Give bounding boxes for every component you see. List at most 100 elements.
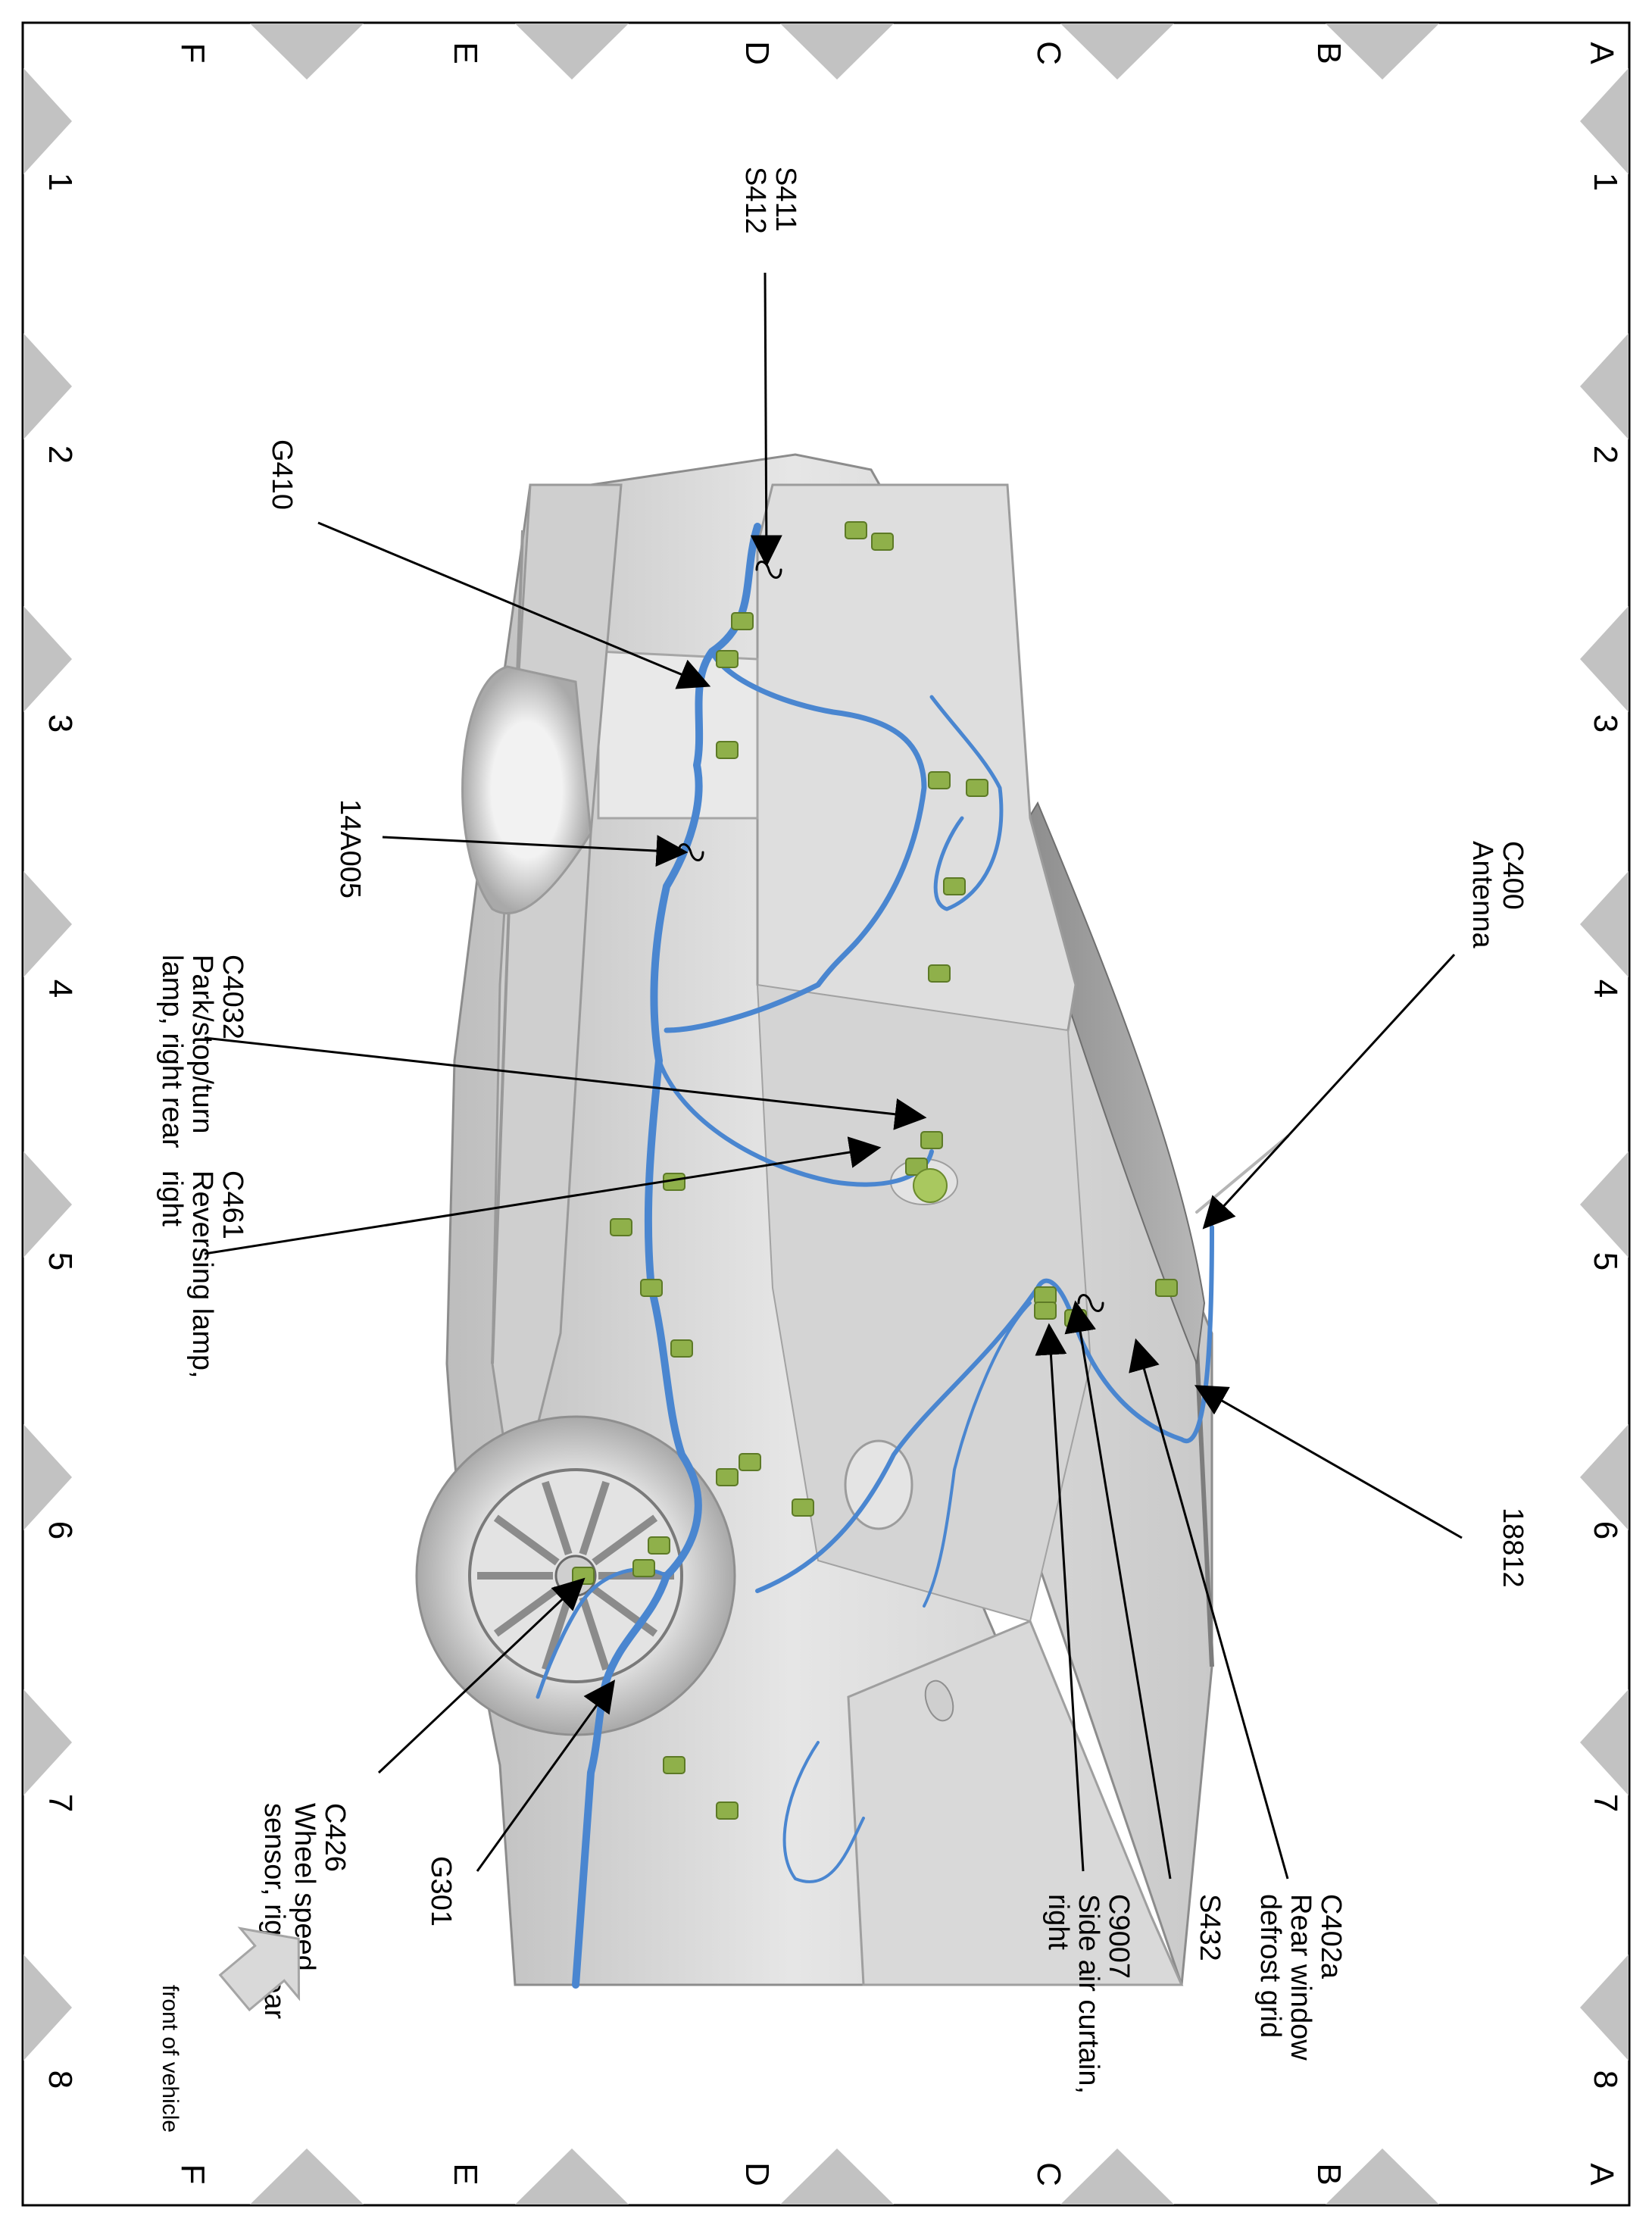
callout-c461-line-1: C461	[217, 1170, 248, 1239]
connector-block	[792, 1498, 814, 1517]
connector-block	[670, 1339, 693, 1358]
grid-column-label-right-6: 6	[1587, 1521, 1624, 1539]
grid-marker-left-2	[23, 333, 72, 439]
connector-block	[716, 1801, 739, 1820]
callout-c4032-line-1: C4032	[217, 955, 248, 1039]
grid-marker-right-7	[1580, 1689, 1629, 1795]
harness-lower-door-branch	[782, 1741, 865, 1883]
leader-c4032	[204, 1036, 927, 1130]
connector-block	[716, 1468, 739, 1486]
grid-marker-bottom-3	[780, 2148, 894, 2205]
vehicle-rear-quarter-illustration	[415, 453, 1214, 1986]
connector-block	[739, 1453, 761, 1471]
grid-row-label-bottom-D: D	[739, 2162, 776, 2186]
callout-g301-line-1: G301	[425, 1856, 457, 1926]
leader-s432	[1064, 1300, 1172, 1880]
reversing-lamp-socket	[913, 1168, 948, 1203]
callout-c461-line-2: Reversing lamp,	[186, 1170, 218, 1379]
callout-s411-s412-line-1: S411	[770, 167, 801, 232]
grid-marker-left-8	[23, 1955, 72, 2061]
front-of-vehicle-arrow-icon	[218, 1926, 301, 2012]
connector-block	[1034, 1286, 1057, 1305]
grid-marker-bottom-5	[1326, 2148, 1439, 2205]
leader-c402a	[1129, 1338, 1289, 1880]
grid-row-label-bottom-A: A	[1583, 2163, 1620, 2186]
leader-c461	[204, 1136, 882, 1255]
grid-marker-left-6	[23, 1424, 72, 1530]
grid-row-label-top-F: F	[174, 43, 211, 64]
wheel-spoke	[542, 1480, 573, 1556]
leader-14a005	[382, 835, 689, 867]
callout-c400-line-1: C400	[1497, 841, 1529, 910]
grid-marker-right-8	[1580, 1955, 1629, 2061]
grid-marker-top-5	[1326, 23, 1439, 80]
wheel-spoke	[493, 1586, 560, 1637]
grid-column-label-right-7: 7	[1587, 1794, 1624, 1812]
grid-column-label-left-8: 8	[42, 2070, 79, 2089]
connector-block	[966, 779, 988, 797]
grid-column-label-right-1: 1	[1587, 173, 1624, 191]
callout-c9007-line-2: Side air curtain,	[1073, 1894, 1104, 2094]
harness-connectors	[572, 521, 1178, 1820]
callout-c402a-line-3: defrost grid	[1254, 1894, 1286, 2038]
callout-s411-s412-line-2: S412	[739, 167, 771, 234]
grid-column-label-left-4: 4	[42, 980, 79, 998]
grid-marker-left-7	[23, 1689, 72, 1795]
grid-column-label-right-8: 8	[1587, 2070, 1624, 2089]
grid-marker-top-1	[250, 23, 364, 80]
grid-marker-left-4	[23, 871, 72, 977]
connector-block	[648, 1536, 670, 1555]
leader-g301	[476, 1680, 616, 1872]
callout-c402a-line-2: Rear window	[1285, 1894, 1316, 2061]
callout-14a005-line-1: 14A005	[334, 799, 366, 898]
grid-column-label-right-2: 2	[1587, 445, 1624, 464]
leader-s411-s412	[750, 272, 782, 567]
connector-block	[572, 1567, 595, 1585]
grid-column-label-right-4: 4	[1587, 980, 1624, 998]
leader-c400	[1202, 953, 1456, 1230]
connector-block	[920, 1131, 943, 1149]
callout-labels: S411S412G41014A005C4032Park/stop/turnlam…	[156, 167, 1529, 2094]
connector-block	[632, 1559, 655, 1577]
callout-c9007-line-3: right	[1042, 1894, 1074, 1950]
connector-block	[663, 1756, 685, 1774]
grid-column-label-left-7: 7	[42, 1794, 79, 1812]
grid-column-label-left-1: 1	[42, 173, 79, 191]
door-handle	[924, 1680, 954, 1722]
leader-g410	[317, 521, 711, 689]
connector-block	[1155, 1279, 1178, 1297]
grid-row-label-top-D: D	[739, 41, 776, 65]
callout-c4032-line-3: lamp, right rear	[156, 955, 188, 1148]
leader-c426	[377, 1577, 586, 1774]
harness-main-trunk	[572, 523, 761, 1989]
grid-column-label-left-2: 2	[42, 445, 79, 464]
grid-column-label-right-3: 3	[1587, 714, 1624, 733]
grid-row-label-top-C: C	[1030, 41, 1067, 65]
connector-block	[943, 877, 966, 895]
grid-row-label-bottom-B: B	[1310, 2163, 1348, 2185]
grid-marker-left-1	[23, 68, 72, 174]
grid-marker-right-2	[1580, 333, 1629, 439]
grid-marker-top-4	[1060, 23, 1174, 80]
wheel-spoke	[592, 1586, 658, 1637]
grid-marker-left-3	[23, 606, 72, 712]
connector-block	[871, 533, 894, 551]
grid-row-label-top-B: B	[1310, 42, 1348, 64]
connector-block	[928, 964, 951, 983]
callout-c461-line-3: right	[156, 1170, 188, 1226]
grid-marker-triangles	[23, 23, 1629, 2205]
wheel-spoke	[592, 1514, 658, 1566]
connector-block	[1034, 1301, 1057, 1320]
grid-marker-right-1	[1580, 68, 1629, 174]
grid-marker-bottom-4	[1060, 2148, 1174, 2205]
grid-marker-right-6	[1580, 1424, 1629, 1530]
callout-leaders	[204, 272, 1463, 1880]
grid-marker-right-4	[1580, 871, 1629, 977]
grid-marker-bottom-1	[250, 2148, 364, 2205]
connector-block	[928, 771, 951, 789]
spare-tire	[461, 665, 592, 915]
